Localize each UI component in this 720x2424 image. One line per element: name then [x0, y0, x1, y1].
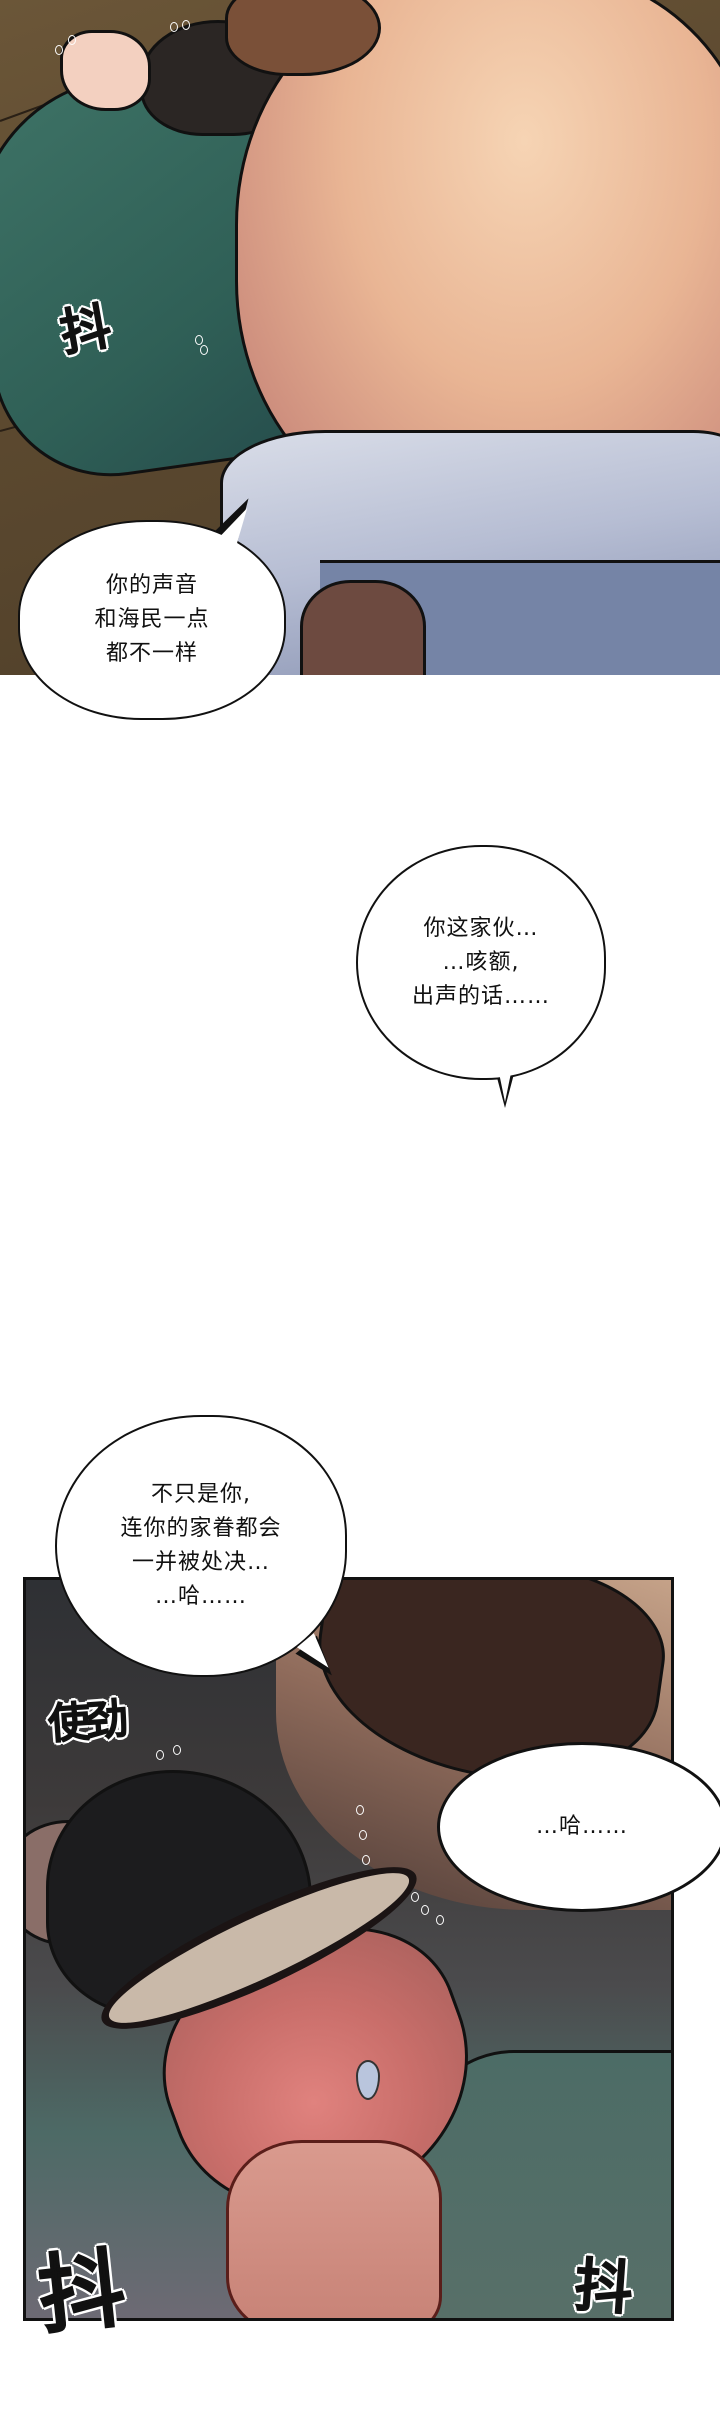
sweat-drop-icon: [411, 1892, 419, 1902]
speech-bubble-tail-fill: [498, 1068, 512, 1102]
speech-bubble-text: 你的声音 和海民一点 都不一样: [94, 573, 210, 666]
clenched-fist: [60, 30, 151, 111]
speech-bubble-text: 你这家伙… …咳额, 出声的话……: [411, 915, 550, 1009]
torso-shadow: [300, 580, 426, 675]
sweat-drop-icon: [173, 1745, 181, 1755]
hand-covering-mouth: [226, 2140, 442, 2318]
sweat-drop-icon: [195, 335, 203, 345]
sweat-drop-icon: [436, 1915, 444, 1925]
speech-bubble-4: …哈……: [437, 1742, 720, 1912]
sfx-shake: 抖: [33, 2238, 130, 2348]
sweat-drop-icon: [182, 20, 190, 30]
sweat-drop-icon: [356, 1805, 364, 1815]
sweat-drop-icon: [55, 45, 63, 55]
tear-drop-icon: [356, 2060, 380, 2100]
brown-hair-head: [225, 0, 381, 76]
speech-bubble-text: …哈……: [535, 1814, 628, 1839]
sweat-drop-icon: [68, 35, 76, 45]
sweat-drop-icon: [359, 1830, 367, 1840]
speech-bubble-3: 不只是你, 连你的家眷都会 一并被处决… …哈……: [55, 1415, 347, 1677]
speech-bubble-1: 你的声音 和海民一点 都不一样: [18, 520, 286, 720]
sweat-drop-icon: [421, 1905, 429, 1915]
sweat-drop-icon: [200, 345, 208, 355]
sweat-drop-icon: [362, 1855, 370, 1865]
sfx-shake: 抖: [572, 2251, 636, 2324]
speech-bubble-text: 不只是你, 连你的家眷都会 一并被处决… …哈……: [120, 1482, 282, 1609]
sweat-drop-icon: [156, 1750, 164, 1760]
speech-bubble-2: 你这家伙… …咳额, 出声的话……: [356, 845, 606, 1080]
sfx-force: 使劲: [46, 1694, 126, 1749]
sweat-drop-icon: [170, 22, 178, 32]
